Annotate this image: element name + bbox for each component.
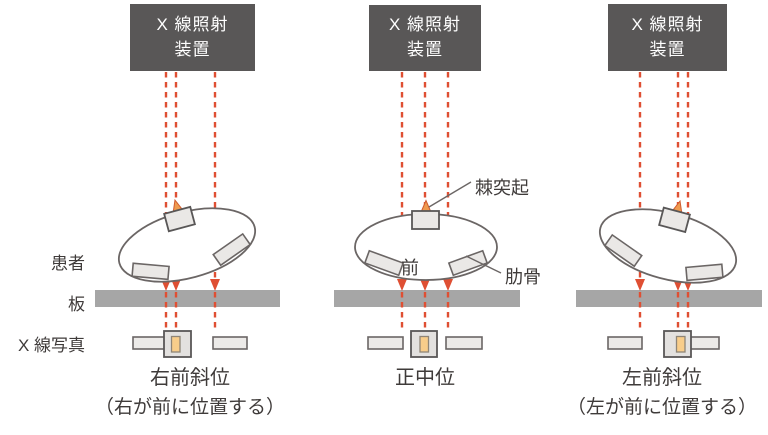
photo-spinous-shadow — [170, 335, 181, 353]
beam-arrowhead — [210, 279, 220, 291]
caption-rao-title: 右前斜位 — [150, 367, 230, 389]
board-bar-right — [576, 290, 762, 307]
beam-arrowhead — [443, 279, 453, 291]
board-bars — [95, 290, 762, 307]
rib-left — [603, 233, 643, 268]
rib-right — [447, 249, 489, 277]
rib-right — [685, 263, 724, 282]
xray-photo-left — [132, 330, 248, 358]
front-annotation: 前 — [401, 258, 419, 278]
beam-arrowhead — [635, 279, 645, 291]
xray-device-label-line2: 装置 — [649, 39, 686, 59]
board-bar-left — [95, 290, 280, 307]
xray-photo-right — [607, 330, 720, 358]
beam-arrowhead — [420, 279, 430, 291]
xray-device-box-middle: X 線照射 装置 — [369, 5, 481, 71]
rib-leader-line — [465, 255, 502, 274]
vertebra-block — [163, 205, 197, 233]
caption-lao-subtitle: （左が前に位置する） — [566, 397, 757, 418]
caption-median-title: 正中位 — [395, 367, 455, 389]
beam-arrowhead — [397, 279, 407, 291]
caption-rao: 右前斜位 （右が前に位置する） — [50, 366, 330, 420]
xray-device-box-left: X 線照射 装置 — [130, 4, 255, 71]
caption-rao-subtitle: （右が前に位置する） — [94, 397, 285, 418]
rib-left — [363, 249, 405, 277]
board-bar-middle — [334, 290, 520, 307]
xray-device-label-line2: 装置 — [174, 39, 211, 59]
spinous-process — [420, 199, 432, 212]
photo-rib-shadow — [607, 336, 643, 350]
spinous-process-leader-line — [428, 181, 472, 208]
caption-lao: 左前斜位 （左が前に位置する） — [522, 366, 768, 420]
xray-device-label-line1: X 線照射 — [631, 14, 704, 34]
patient-label: 患者 — [51, 254, 85, 273]
xray-photo-label: X 線写真 — [17, 336, 85, 355]
xray-device-label-line1: X 線照射 — [388, 15, 462, 35]
xray-beams — [164, 72, 690, 331]
patient-section-rao — [117, 198, 257, 283]
photo-rib-shadow — [212, 336, 248, 350]
vertebra-block — [411, 210, 440, 230]
rib-annotation: 肋骨 — [505, 267, 541, 287]
board-label: 板 — [68, 295, 85, 314]
photo-rib-shadow — [132, 336, 168, 350]
patient-section-median — [354, 199, 498, 281]
xray-device-label-line2: 装置 — [407, 40, 443, 59]
spinous-process-annotation: 棘突起 — [475, 178, 529, 198]
beam-arrowhead — [171, 279, 181, 291]
xray-device-box-right: X 線照射 装置 — [608, 4, 727, 71]
caption-lao-title: 左前斜位 — [622, 367, 702, 389]
photo-spinous-shadow — [675, 335, 686, 353]
patient-section-lao — [598, 199, 738, 284]
rib-right — [212, 232, 252, 267]
vertebra-block — [658, 206, 691, 234]
annotation-leaders — [428, 181, 502, 274]
photo-rib-shadow — [445, 336, 483, 350]
xray-photo-middle — [367, 330, 483, 358]
photo-rib-shadow — [367, 336, 404, 350]
xray-device-label-line1: X 線照射 — [156, 14, 229, 34]
caption-median: 正中位 — [285, 366, 565, 390]
rib-left — [131, 262, 170, 281]
photo-spinous-shadow — [419, 335, 430, 353]
